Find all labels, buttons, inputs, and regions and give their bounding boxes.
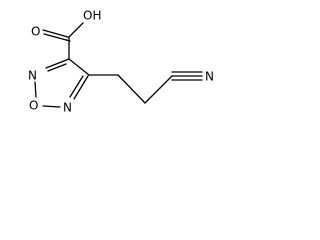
bond-c3-n2-double (47, 63, 67, 72)
chemical-structure: OH O N O N N (28, 9, 214, 115)
bond-n5-c4 (73, 75, 89, 100)
cyanoethyl-chain: N (88, 70, 214, 104)
bond-n2-o1 (34, 81, 37, 98)
bond-o1-n5 (42, 105, 61, 108)
bond-carboxyl-o-double-a (42, 29, 69, 38)
hydroxyl-label: OH (83, 9, 101, 23)
bond-c3-c4 (68, 58, 90, 76)
nitrile-nitrogen-label: N (205, 70, 214, 84)
bond-c3-n2 (45, 58, 70, 69)
bond-n5-c4-double (69, 75, 84, 98)
bond-ch2-cn (144, 75, 173, 104)
carboxylic-acid-group: OH O (31, 9, 101, 60)
bond-carboxyl-oh (68, 22, 84, 38)
oxadiazole-ring: N O N (28, 58, 90, 115)
ring-oxygen-label: O (29, 99, 38, 113)
ring-nitrogen-left-label: N (28, 69, 37, 83)
bond-carboxyl-o-double-b (43, 33, 71, 42)
ring-nitrogen-bottom-label: N (63, 101, 72, 115)
carbonyl-oxygen-label: O (31, 25, 40, 39)
bond-ch2-ch2 (117, 74, 146, 104)
